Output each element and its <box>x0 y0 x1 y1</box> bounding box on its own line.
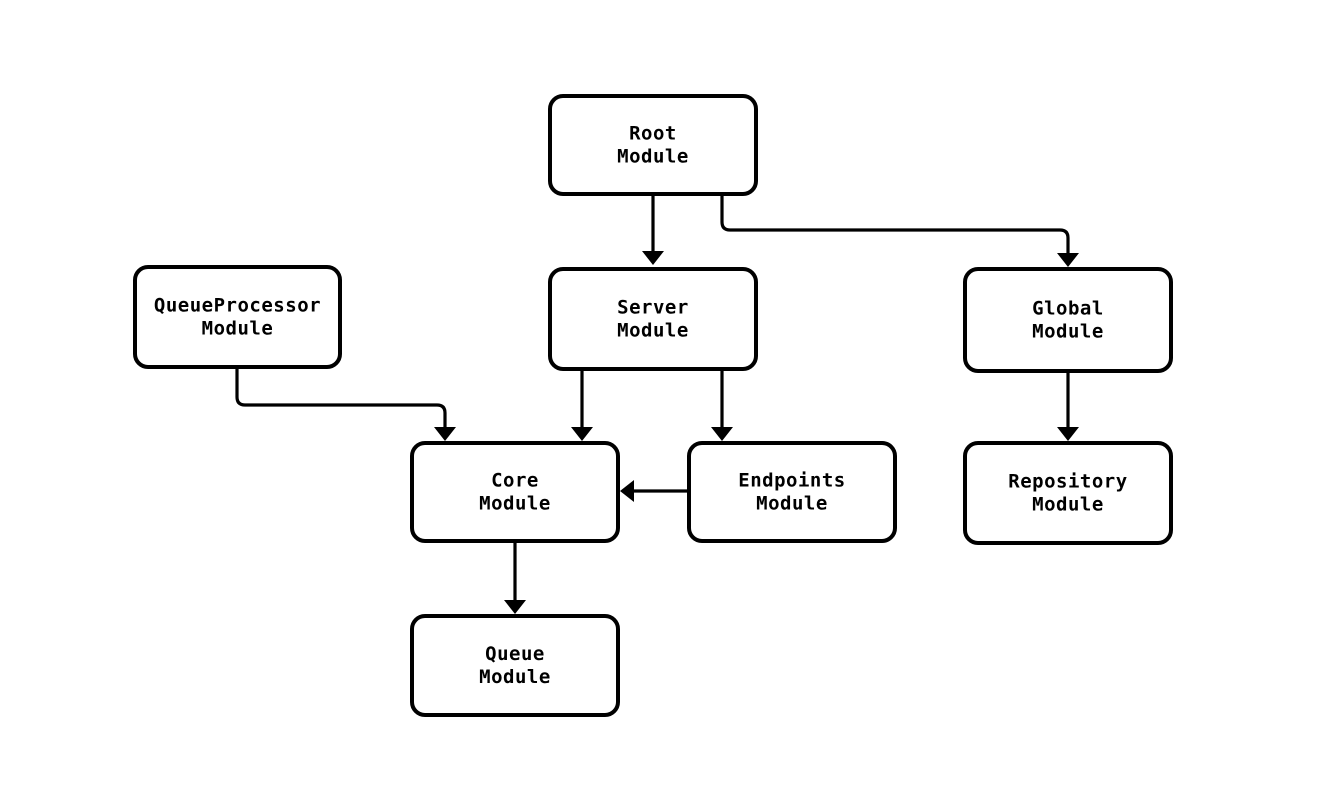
node-label-line1: Queue <box>485 643 545 665</box>
arrowhead-icon <box>1057 253 1079 267</box>
node-layer: RootModuleQueueProcessorModuleServerModu… <box>133 94 1173 717</box>
arrowhead-icon <box>711 427 733 441</box>
arrowhead-icon <box>504 600 526 614</box>
node-box[interactable] <box>548 267 758 371</box>
node-label-line2: Module <box>756 493 828 515</box>
edge-server-to-endpoints <box>711 371 733 441</box>
edge-core-to-queue <box>504 543 526 614</box>
node-label-line2: Module <box>202 318 274 340</box>
node-box[interactable] <box>410 441 620 543</box>
node-label-line2: Module <box>1032 494 1104 516</box>
edge-line <box>235 369 447 428</box>
edge-root-to-global <box>720 196 1079 267</box>
node-label-line2: Module <box>1032 321 1104 343</box>
arrowhead-icon <box>434 427 456 441</box>
node-label-line1: QueueProcessor <box>154 295 321 317</box>
edge-line <box>720 196 1070 254</box>
node-box[interactable] <box>963 441 1173 545</box>
node-label-line1: Repository <box>1008 471 1127 493</box>
node-box[interactable] <box>133 265 342 369</box>
node-box[interactable] <box>410 614 620 717</box>
node-label-line1: Endpoints <box>738 470 845 492</box>
arrowhead-icon <box>642 251 664 265</box>
node-label-line2: Module <box>617 320 689 342</box>
arrowhead-icon <box>620 480 634 502</box>
node-label-line1: Core <box>491 470 539 492</box>
edge-layer <box>235 196 1079 614</box>
node-box[interactable] <box>687 441 897 543</box>
edge-root-to-server <box>642 196 664 265</box>
edge-endpoints-to-core <box>620 480 687 502</box>
node-label-line2: Module <box>479 493 551 515</box>
node-label-line2: Module <box>617 146 689 168</box>
edge-queueprocessor-to-core <box>235 369 456 441</box>
arrowhead-icon <box>1057 427 1079 441</box>
node-box[interactable] <box>963 267 1173 373</box>
edge-server-to-core <box>571 371 593 441</box>
node-label-line1: Server <box>617 297 689 319</box>
arrowhead-icon <box>571 427 593 441</box>
node-label-line2: Module <box>479 666 551 688</box>
edge-global-to-repository <box>1057 373 1079 441</box>
node-box[interactable] <box>548 94 758 196</box>
node-label-line1: Global <box>1032 298 1104 320</box>
node-label-line1: Root <box>629 123 677 145</box>
